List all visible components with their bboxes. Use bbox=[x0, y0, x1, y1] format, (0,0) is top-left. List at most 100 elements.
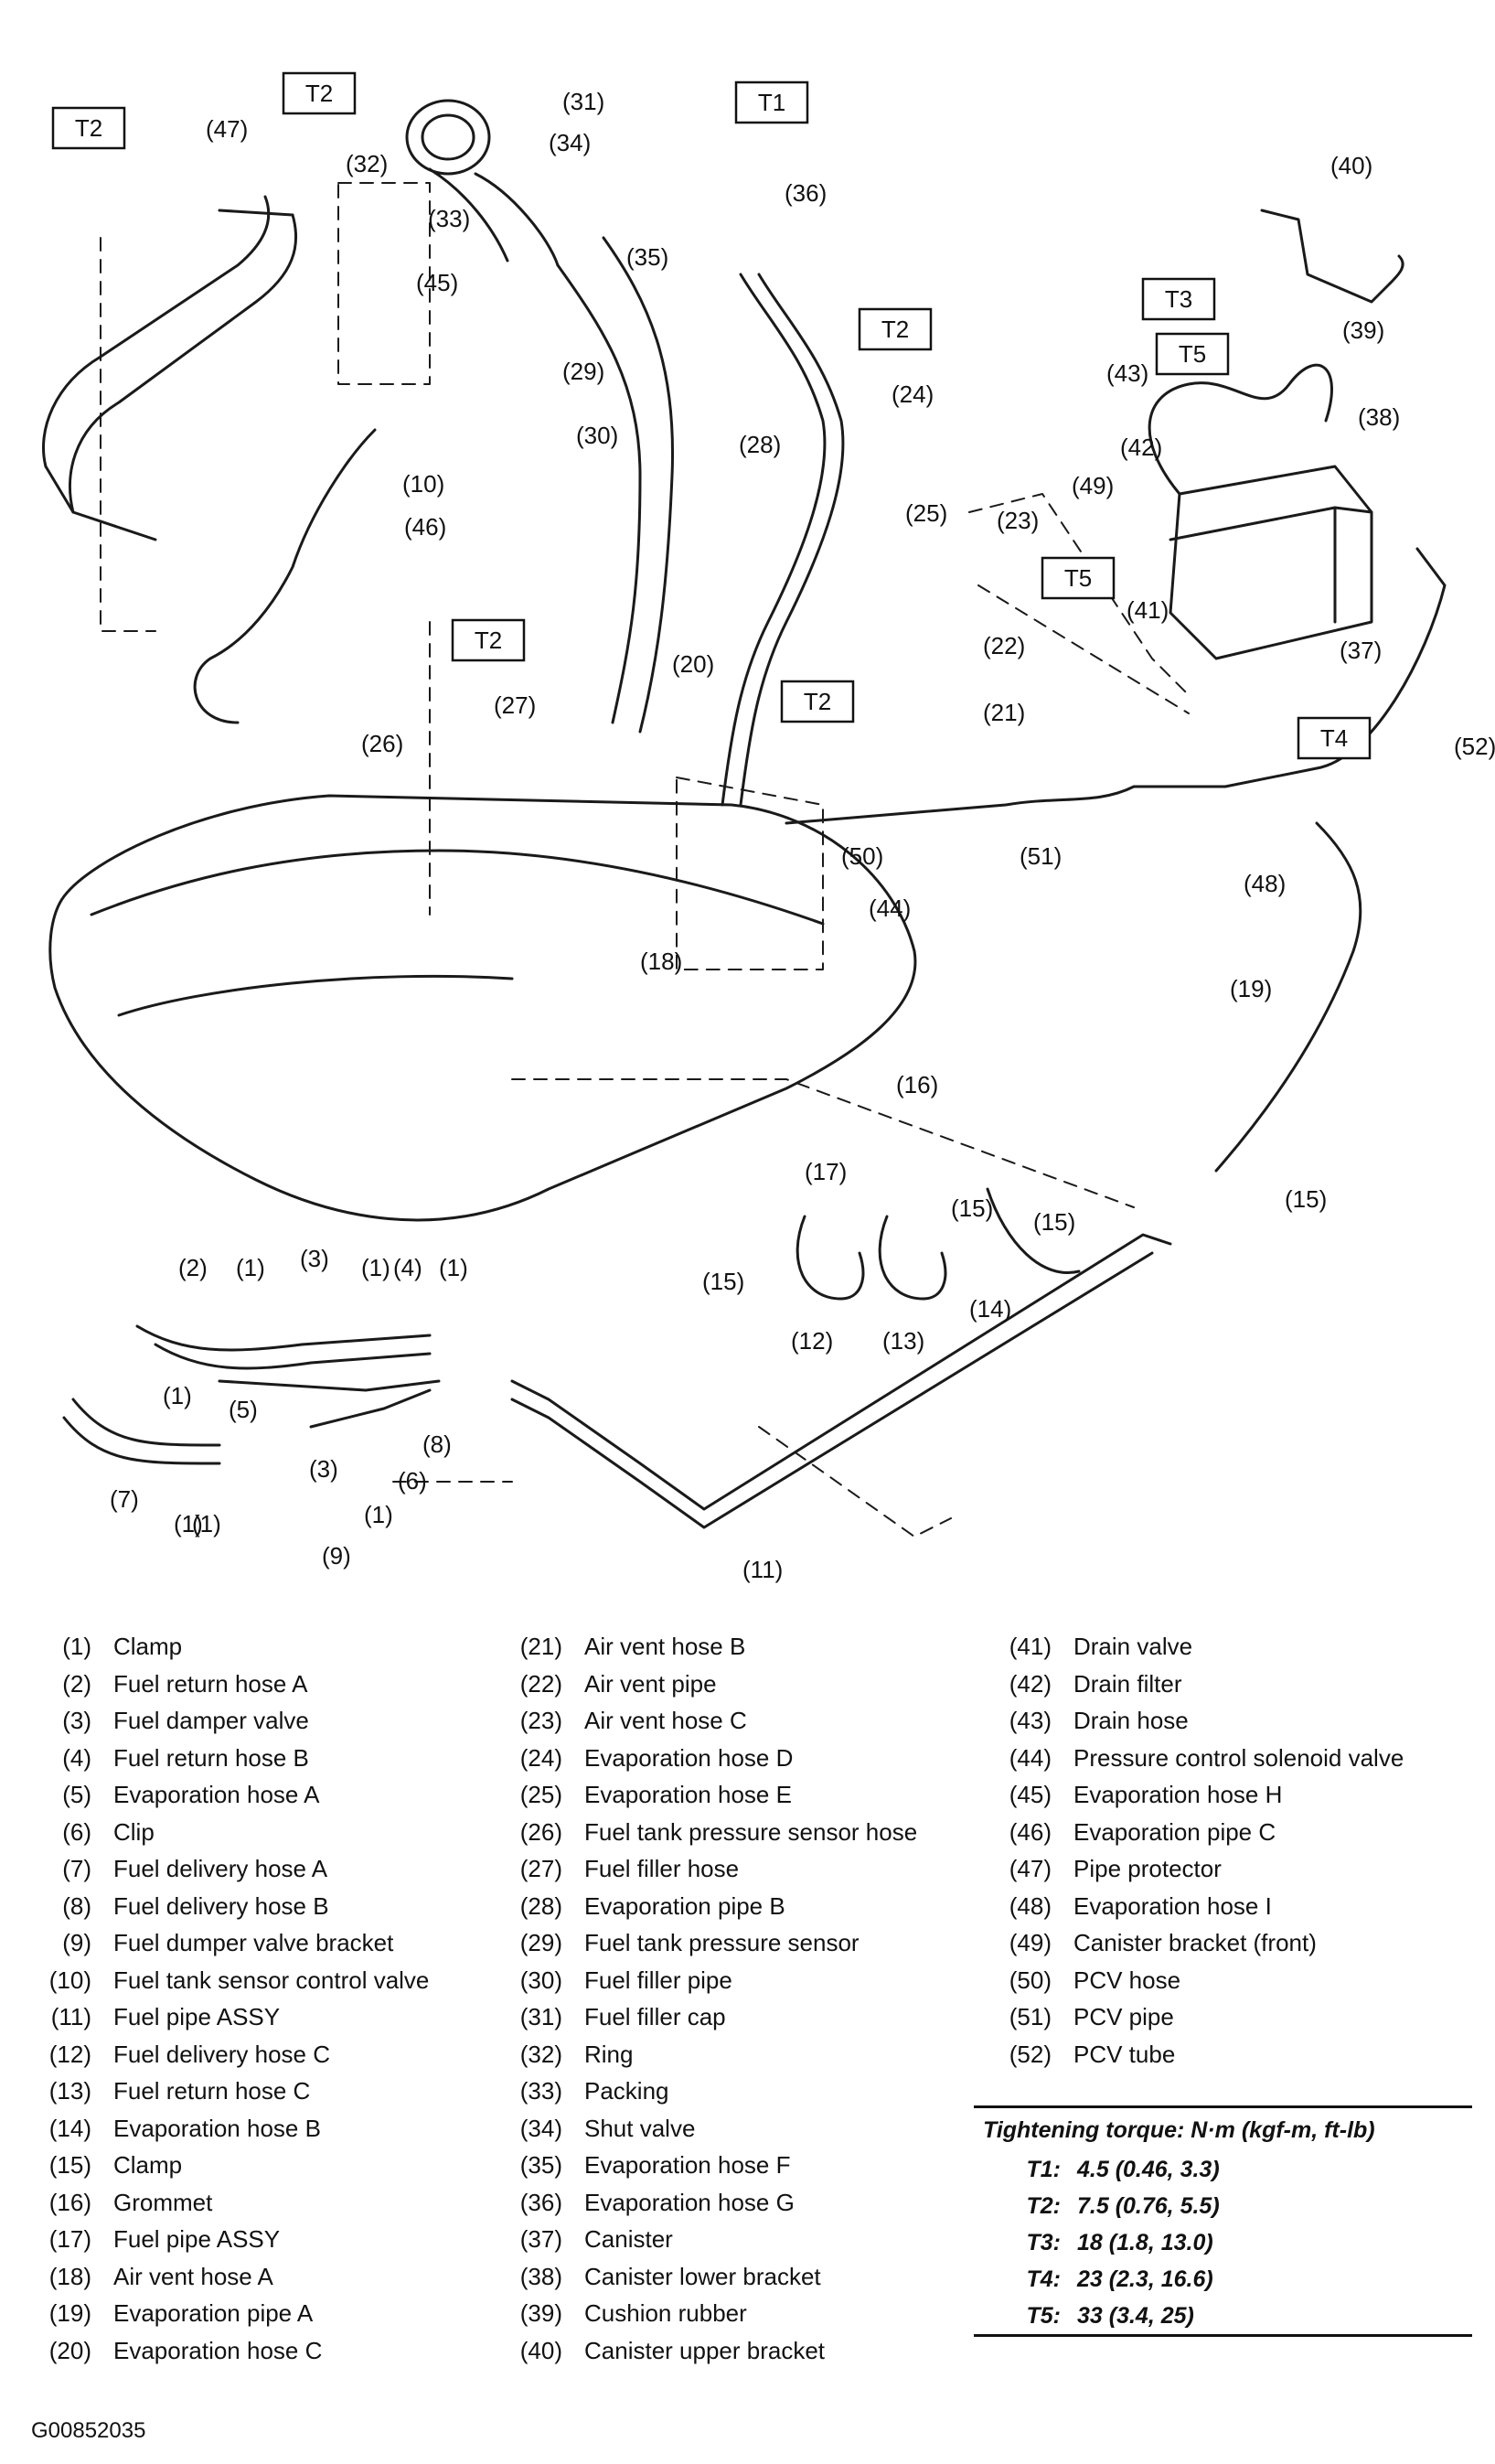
part-number: (22) bbox=[519, 1669, 562, 1698]
part-number: (8) bbox=[62, 1891, 91, 1920]
parts-list-item: (23)Air vent hose C bbox=[498, 1702, 917, 1740]
fuel-filler-cap-part bbox=[405, 99, 560, 267]
part-number: (39) bbox=[519, 2299, 562, 2327]
torque-tag-tag-t2e: T2 bbox=[780, 680, 855, 723]
part-name: Shut valve bbox=[584, 2114, 696, 2142]
part-number: (18) bbox=[48, 2262, 91, 2290]
part-name: Fuel delivery hose C bbox=[113, 2040, 330, 2068]
parts-list-item: (18)Air vent hose A bbox=[18, 2258, 429, 2296]
callout-c15d: (15) bbox=[1285, 1185, 1327, 1213]
tightening-torque-table: Tightening torque: N·m (kgf-m, ft-lb) T1… bbox=[974, 2105, 1472, 2337]
part-number: (38) bbox=[519, 2262, 562, 2290]
torque-row: T2:7.5 (0.76, 5.5) bbox=[974, 2188, 1472, 2224]
callout-c8: (8) bbox=[422, 1430, 452, 1458]
parts-list-item: (39)Cushion rubber bbox=[498, 2295, 917, 2332]
parts-list-item: (14)Evaporation hose B bbox=[18, 2110, 429, 2148]
torque-tag-box bbox=[780, 680, 855, 723]
torque-tag-box bbox=[1041, 556, 1116, 600]
part-number: (28) bbox=[519, 1891, 562, 1920]
parts-list-item: (8)Fuel delivery hose B bbox=[18, 1888, 429, 1925]
torque-tag-label: T3 bbox=[1165, 285, 1192, 313]
part-number: (43) bbox=[1009, 1707, 1052, 1734]
parts-list-item: (32)Ring bbox=[498, 2036, 917, 2073]
part-name: Ring bbox=[584, 2040, 634, 2068]
part-name: Evaporation hose A bbox=[113, 1781, 320, 1808]
callout-c22: (22) bbox=[983, 632, 1025, 659]
callout-c11: (11) bbox=[742, 1556, 783, 1583]
callout-c15a: (15) bbox=[702, 1268, 744, 1295]
parts-list-item: (5) Evaporation hose A bbox=[18, 1776, 429, 1814]
part-number: (51) bbox=[1009, 2003, 1052, 2030]
callout-c46: (46) bbox=[404, 513, 446, 541]
part-name: Fuel tank pressure sensor bbox=[584, 1929, 860, 1956]
part-name: Evaporation pipe A bbox=[113, 2299, 314, 2327]
torque-tag-label: T5 bbox=[1179, 340, 1206, 368]
part-number: (25) bbox=[519, 1781, 562, 1808]
part-name: Fuel filler pipe bbox=[584, 1966, 732, 1994]
callout-c51: (51) bbox=[1020, 842, 1062, 870]
torque-row: T5:33 (3.4, 25) bbox=[974, 2298, 1472, 2334]
callout-c3b: (3) bbox=[309, 1455, 338, 1483]
part-number: (40) bbox=[519, 2336, 562, 2364]
callout-c45: (45) bbox=[416, 269, 458, 296]
part-number: (9) bbox=[62, 1929, 91, 1956]
parts-list-column-3: (41)Drain valve(42)Drain filter(43)Drain… bbox=[988, 1628, 1404, 2073]
part-number: (5) bbox=[62, 1781, 91, 1808]
part-number: (13) bbox=[48, 2077, 91, 2105]
part-number: (17) bbox=[48, 2225, 91, 2253]
parts-list-item: (37)Canister bbox=[498, 2221, 917, 2258]
parts-list-item: (34)Shut valve bbox=[498, 2110, 917, 2148]
evaporation-pipe-a-part bbox=[1214, 821, 1362, 1173]
pipe-protector-part bbox=[42, 195, 298, 541]
torque-tag-box bbox=[51, 106, 126, 150]
part-name: Pipe protector bbox=[1073, 1855, 1222, 1882]
torque-tag-tag-t2d: T2 bbox=[451, 618, 526, 662]
part-number: (3) bbox=[62, 1707, 91, 1734]
part-name: Evaporation hose I bbox=[1073, 1891, 1272, 1920]
torque-value: 18 (1.8, 13.0) bbox=[1077, 2230, 1213, 2255]
evaporation-pipe-bundle bbox=[721, 273, 845, 807]
part-number: (26) bbox=[519, 1817, 562, 1846]
torque-tag-box bbox=[1141, 277, 1216, 321]
part-name: Canister upper bracket bbox=[584, 2336, 826, 2364]
callout-c7: (7) bbox=[110, 1485, 139, 1513]
part-number: (33) bbox=[519, 2077, 562, 2105]
parts-list-item: (46)Evaporation pipe C bbox=[988, 1814, 1404, 1851]
torque-id: T3: bbox=[1026, 2230, 1062, 2255]
torque-tag-tag-t1: T1 bbox=[734, 80, 809, 124]
parts-list-item: (47) Pipe protector bbox=[988, 1850, 1404, 1888]
callout-c35: (35) bbox=[626, 243, 668, 271]
callout-c21: (21) bbox=[983, 699, 1025, 726]
parts-list-item: (35)Evaporation hose F bbox=[498, 2147, 917, 2184]
parts-list-item: (52)PCV tube bbox=[988, 2036, 1404, 2073]
parts-list-item: (15)Clamp bbox=[18, 2147, 429, 2184]
callout-c36: (36) bbox=[785, 179, 827, 207]
parts-list-item: (33)Packing bbox=[498, 2073, 917, 2110]
torque-tag-tag-t5b: T5 bbox=[1041, 556, 1116, 600]
callout-c1a: (1) bbox=[236, 1254, 265, 1281]
part-name: Evaporation hose H bbox=[1073, 1781, 1283, 1808]
part-number: (7) bbox=[62, 1855, 91, 1882]
torque-tag-label: T2 bbox=[881, 316, 909, 343]
part-name: Evaporation hose B bbox=[113, 2114, 321, 2142]
callout-c27: (27) bbox=[494, 691, 536, 719]
part-name: Evaporation pipe C bbox=[1073, 1817, 1276, 1846]
parts-list-item: (10)Fuel tank sensor control valve bbox=[18, 1962, 430, 1999]
torque-tag-label: T2 bbox=[305, 80, 333, 107]
part-number: (4) bbox=[62, 1743, 91, 1772]
callout-c20: (20) bbox=[672, 650, 714, 678]
torque-tag-label: T4 bbox=[1320, 724, 1348, 752]
parts-list-item: (45) Evaporation hose H bbox=[988, 1776, 1404, 1814]
parts-list-item: (38)Canister lower bracket bbox=[498, 2258, 917, 2296]
parts-list-item: (51)PCV pipe bbox=[988, 1998, 1404, 2036]
part-number: (45) bbox=[1009, 1781, 1052, 1808]
parts-list-item: (12)Fuel delivery hose C bbox=[18, 2036, 429, 2073]
canister-bracket-part bbox=[1260, 209, 1404, 304]
part-name: Canister bracket (front) bbox=[1073, 1929, 1317, 1956]
callout-c1f: (1) bbox=[364, 1501, 393, 1528]
part-number: (47) bbox=[1009, 1855, 1052, 1882]
part-name: Fuel return hose A bbox=[113, 1669, 308, 1698]
part-number: (42) bbox=[1009, 1669, 1052, 1698]
callout-c31: (31) bbox=[562, 88, 604, 115]
parts-list-item: (17)Fuel pipe ASSY bbox=[18, 2221, 429, 2258]
